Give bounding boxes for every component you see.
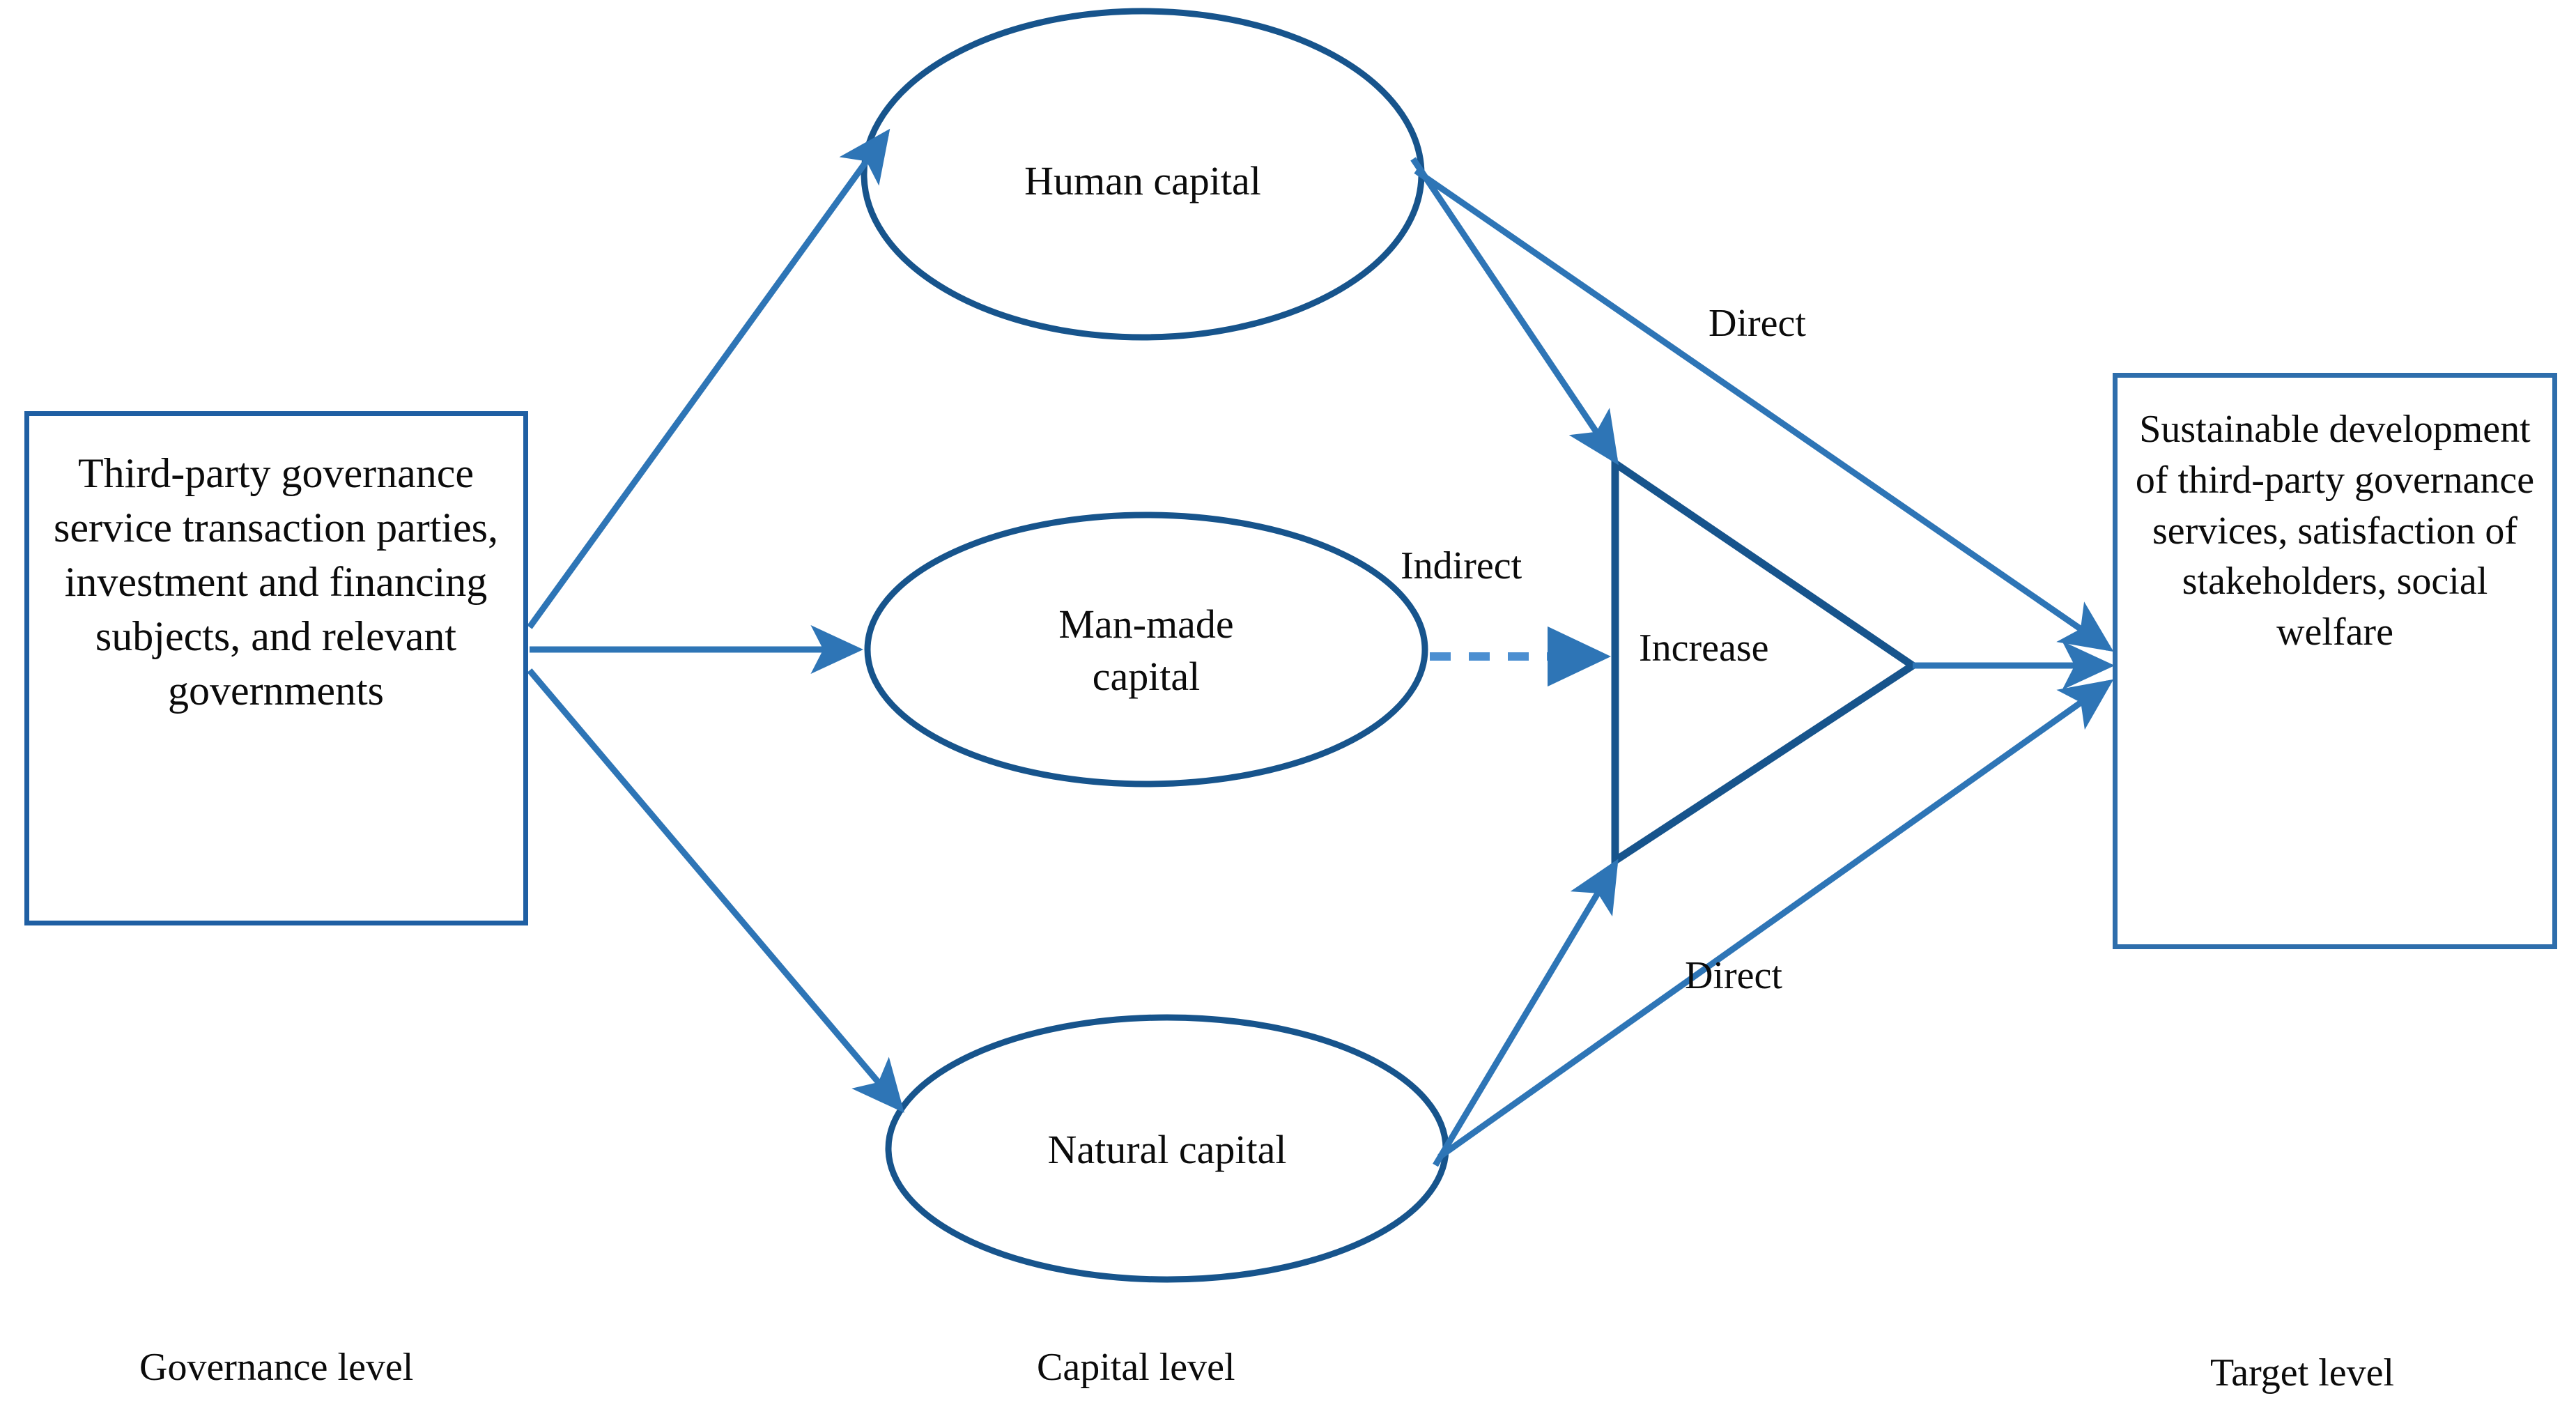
ellipse-natural-capital	[885, 1014, 1449, 1283]
edge-natural-direct-to-target	[1437, 679, 2114, 1160]
caption-governance-level: Governance level	[139, 1346, 414, 1389]
target-level-box	[2113, 373, 2557, 949]
caption-target-level: Target level	[2210, 1351, 2395, 1394]
increase-triangle	[1611, 456, 1920, 868]
edge-governance-to-human	[527, 128, 890, 629]
edge-human-to-increase	[1410, 157, 1619, 466]
ellipse-man-made-capital	[864, 512, 1428, 787]
governance-level-box	[24, 411, 528, 925]
ellipse-human-capital	[861, 8, 1425, 341]
caption-capital-level: Capital level	[1037, 1346, 1235, 1389]
edge-natural-to-increase	[1433, 859, 1619, 1167]
edge-human-direct-to-target	[1414, 168, 2114, 652]
edge-governance-to-natural	[527, 668, 904, 1113]
